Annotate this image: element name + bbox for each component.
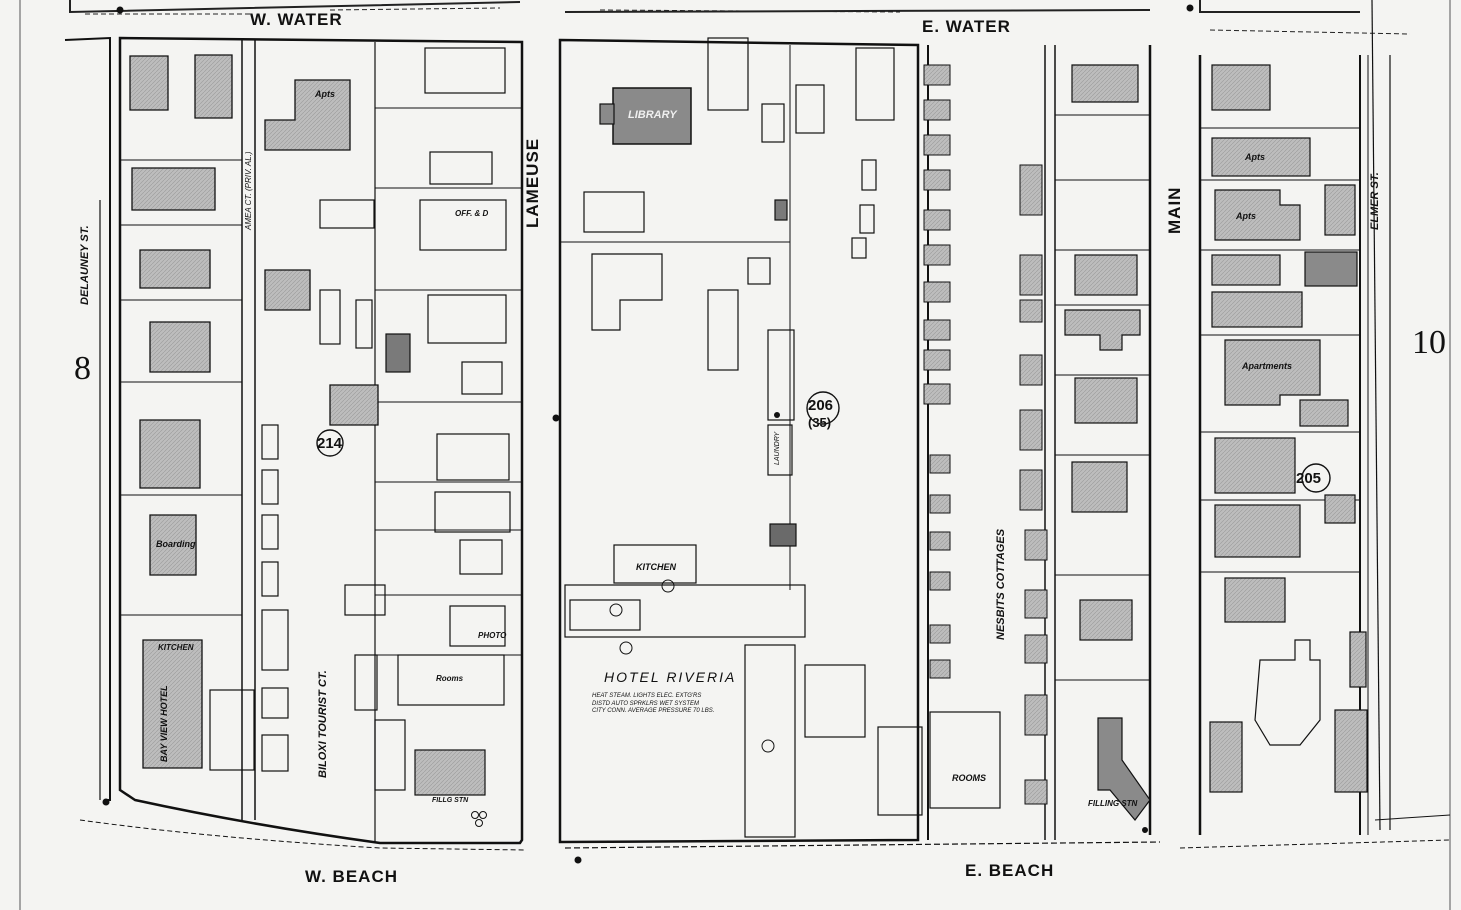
hotel-note-3: CITY CONN. AVERAGE PRESSURE 70 LBS. — [592, 708, 715, 714]
adjoining-sheet-number-right: 10 — [1412, 324, 1446, 361]
rooms-label-2: ROOMS — [952, 773, 987, 783]
apts-label-3: Apts — [1236, 211, 1256, 221]
street-label-w-water: W. WATER — [250, 10, 343, 29]
apts-label-2: Apts — [1245, 152, 1265, 162]
laundry-label: LAUNDRY — [774, 431, 781, 465]
block-214-outline — [118, 36, 524, 845]
block-number-206: 206 — [808, 397, 834, 414]
street-label-w-beach: W. BEACH — [305, 867, 398, 886]
street-label-delauney: DELAUNEY ST. — [79, 225, 91, 305]
block-206-outline — [558, 38, 920, 844]
block-number-205: 205 — [1296, 470, 1322, 487]
kitchen-label-2: KITCHEN — [158, 643, 194, 652]
filling-station-label-2: FILLG STN — [432, 797, 469, 804]
apartments-label: Apartments — [1242, 361, 1293, 371]
apts-label-1: Apts — [315, 89, 335, 99]
street-label-e-water: E. WATER — [922, 17, 1011, 36]
boarding-label: Boarding — [156, 539, 196, 549]
street-label-amea-ct: AMEA CT. (PRIV. AL.) — [244, 151, 253, 230]
rooms-label-1: Rooms — [436, 674, 464, 683]
photo-label: PHOTO — [478, 631, 507, 640]
filling-station-label-1: FILLING STN — [1088, 799, 1138, 808]
adjoining-sheet-number-left: 8 — [74, 350, 91, 387]
library-label: LIBRARY — [628, 109, 677, 121]
hotel-note-2: DISTD AUTO SPRKLRS WET SYSTEM — [592, 700, 700, 707]
kitchen-label: KITCHEN — [636, 562, 676, 572]
hotel-notes: HEAT STEAM. LIGHTS ELEC. EXTG'RS DISTD A… — [592, 693, 714, 716]
block-number-206-sub: (35) — [808, 415, 832, 430]
street-label-biloxi-tourist-ct: BILOXI TOURIST CT. — [317, 670, 329, 778]
hotel-note-1: HEAT STEAM. LIGHTS ELEC. EXTG'RS — [592, 693, 702, 699]
street-label-e-beach: E. BEACH — [965, 861, 1055, 880]
block-number-214: 214 — [317, 435, 343, 452]
bay-view-hotel-label: BAY VIEW HOTEL — [159, 685, 169, 762]
hotel-riveria-label: HOTEL RIVERIA — [604, 669, 737, 685]
street-label-elmer: ELMER ST. — [1369, 172, 1381, 230]
office-label: OFF. & D — [455, 209, 489, 218]
street-label-lameuse: LAMEUSE — [523, 137, 542, 228]
street-label-main: MAIN — [1165, 186, 1184, 234]
street-label-nesbits-cottages: NESBITS COTTAGES — [995, 528, 1007, 640]
